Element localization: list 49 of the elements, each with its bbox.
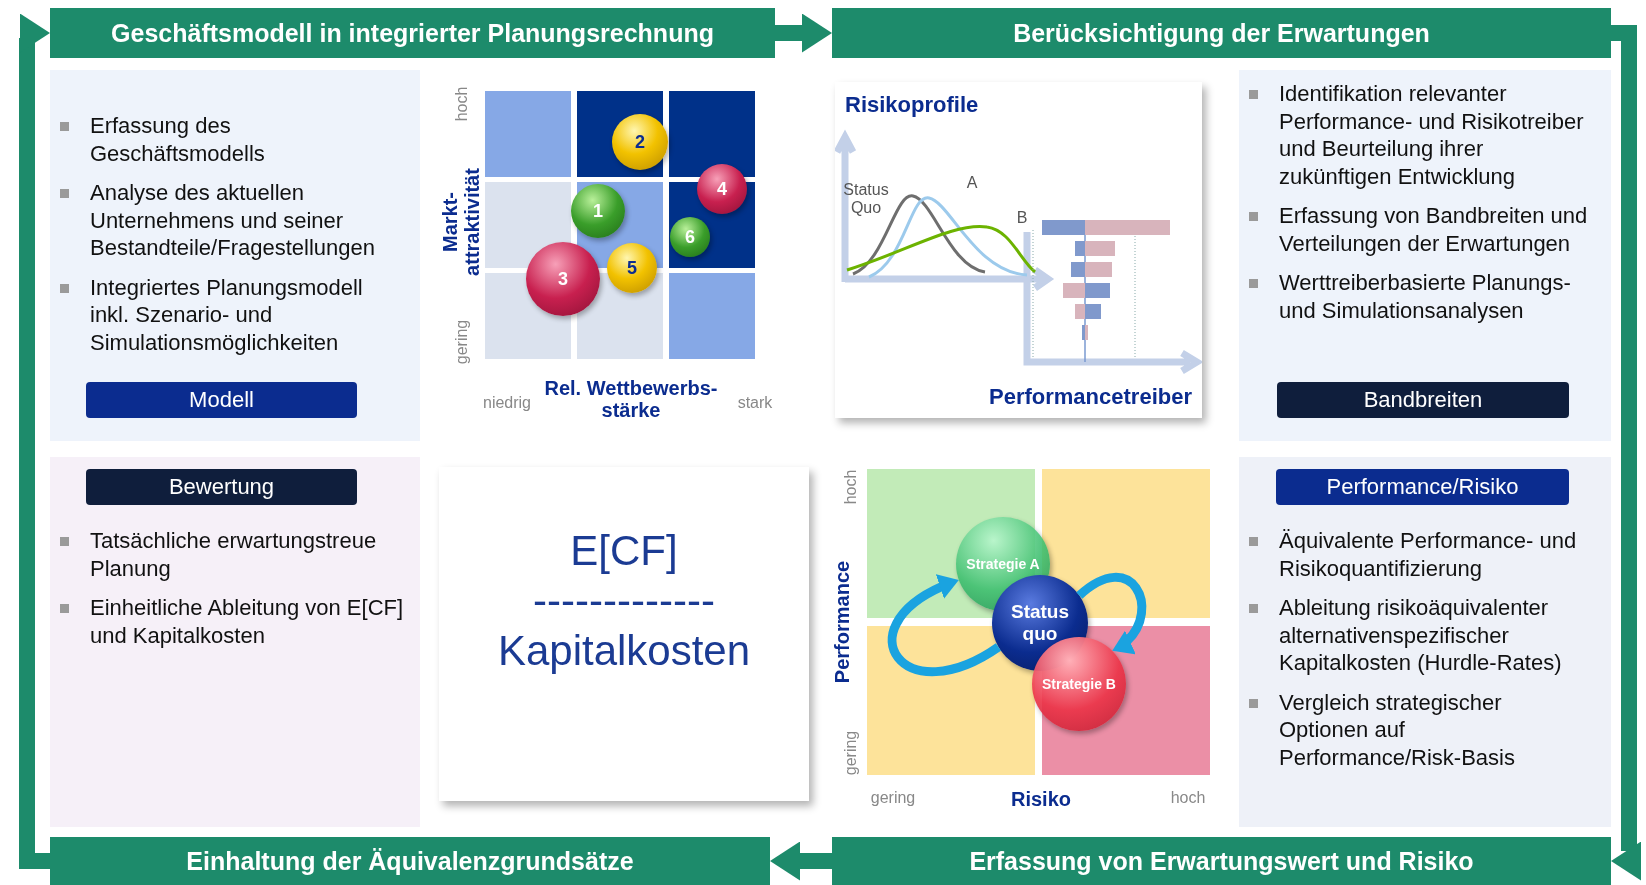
bullet-text: Identifikation relevanter Performance- und Risikotreiber und Beurteilung ihrer zukünftigen Entwicklung bbox=[1279, 81, 1584, 189]
header-band: Geschäftsmodell in integrierter Planungsrechnung bbox=[50, 8, 775, 58]
axis-label: stark bbox=[737, 394, 773, 412]
bullet-text: Integriertes Planungsmodell inkl. Szenario- und Simulationsmöglichkeiten bbox=[90, 274, 363, 355]
formula-text: ------------- bbox=[532, 577, 716, 625]
bullet-text: Äquivalente Performance- und Risikoquantifizierung bbox=[1279, 528, 1577, 581]
formula-text: E[CF] bbox=[569, 527, 679, 575]
axis-label: hoch bbox=[453, 86, 471, 122]
axis-label: gering bbox=[842, 730, 860, 776]
panel bbox=[50, 457, 420, 827]
arrow bbox=[887, 575, 1001, 677]
header-band: Einhaltung der Äquivalenzgrundsätze bbox=[50, 837, 770, 885]
chart-title: Risikoprofile bbox=[845, 92, 979, 118]
panel bbox=[1239, 70, 1611, 441]
axis-title: Markt- attraktivität bbox=[439, 167, 483, 278]
panel bbox=[50, 70, 420, 441]
section-tag: Bandbreiten bbox=[1277, 382, 1569, 418]
panel bbox=[1239, 457, 1611, 827]
arrow bbox=[19, 13, 50, 869]
axis-title: Performance bbox=[830, 560, 854, 684]
bullet-text: Analyse des aktuellen Unternehmens und seiner Bestandteile/Fragestellungen bbox=[90, 180, 375, 260]
axis-title: Risiko bbox=[1011, 787, 1071, 811]
bullet-text: Erfassung von Bandbreiten und Verteilungen der Erwartungen bbox=[1279, 203, 1588, 256]
arrow bbox=[1611, 25, 1641, 881]
bullet-text: Werttreiberbasierte Planungs- und Simulationsanalysen bbox=[1279, 270, 1571, 323]
axis-title: Rel. Wettbewerbs- stärke bbox=[543, 377, 719, 421]
bullet-text: Einheitliche Ableitung von E[CF] und Kapitalkosten bbox=[90, 595, 404, 648]
axis-label: hoch bbox=[1170, 789, 1206, 807]
bullet-text: Ableitung risikoäquivalenter alternativenspezifischer Kapitalkosten (Hurdle-Rates) bbox=[1279, 595, 1562, 675]
curve-label: Status Quo bbox=[842, 181, 890, 217]
axis-label: gering bbox=[870, 789, 916, 807]
formula-card bbox=[439, 467, 809, 801]
bullet-text: Vergleich strategischer Optionen auf Performance/Risk-Basis bbox=[1279, 689, 1515, 770]
axis-title: Performancetreiber bbox=[989, 384, 1192, 410]
axis-label: hoch bbox=[842, 469, 860, 505]
bullet-text: Erfassung des Geschäftsmodells bbox=[90, 113, 265, 166]
axis-label: gering bbox=[453, 319, 471, 365]
curve-label: B bbox=[1016, 209, 1028, 227]
bullet-text: Tatsächliche erwartungstreue Planung bbox=[90, 528, 377, 581]
curve-label: A bbox=[966, 174, 978, 192]
arrow bbox=[770, 841, 832, 881]
section-tag: Performance/Risiko bbox=[1276, 469, 1569, 505]
header-band: Berücksichtigung der Erwartungen bbox=[832, 8, 1611, 58]
section-tag: Modell bbox=[86, 382, 357, 418]
section-tag: Bewertung bbox=[86, 469, 357, 505]
header-band: Erfassung von Erwartungswert und Risiko bbox=[832, 837, 1611, 885]
axis-label: niedrig bbox=[483, 394, 531, 412]
arrow bbox=[775, 13, 832, 53]
formula-text: Kapitalkosten bbox=[496, 627, 752, 675]
